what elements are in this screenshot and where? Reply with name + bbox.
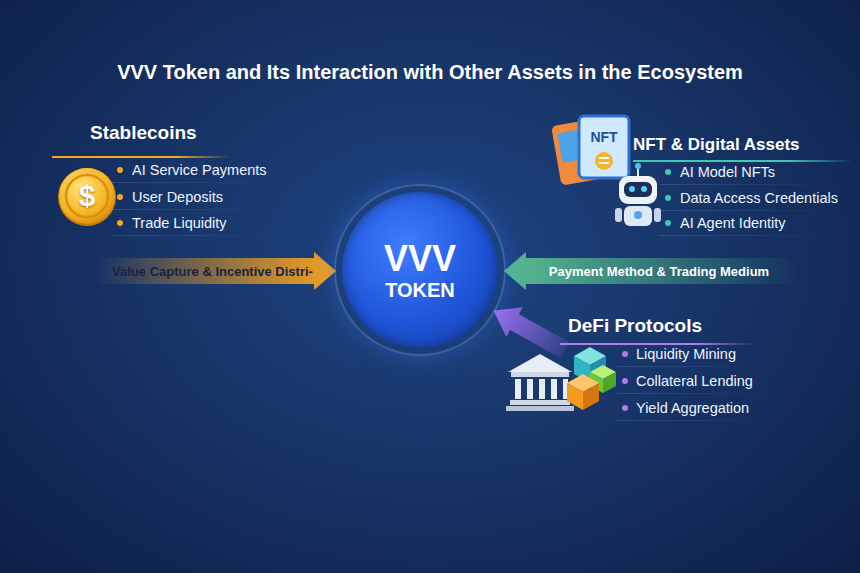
robot-icon [615, 163, 661, 226]
token-name: VVV [384, 239, 456, 279]
asset-group: NFT & Digital Assets AI Model NFTsData Ac… [600, 125, 845, 255]
group-heading: NFT & Digital Assets [633, 135, 800, 155]
arrow-band [494, 307, 570, 358]
arrow-band [95, 252, 336, 290]
token-circle: VVVTOKEN [342, 192, 498, 348]
bullet-dot [665, 195, 671, 201]
flow-arrow [494, 307, 570, 358]
list-item: AI Model NFTs [680, 163, 775, 181]
list-item: AI Service Payments [132, 161, 267, 179]
arrow-band [504, 252, 800, 290]
coin-icon [58, 168, 116, 226]
group-heading: Stablecoins [90, 122, 197, 144]
bullet-dot [117, 167, 123, 173]
bullet-dot [622, 405, 628, 411]
arrow-label: Value Capture & Incentive Distri- [112, 265, 313, 278]
list-item: AI Agent Identity [680, 214, 786, 232]
item-separator [617, 393, 775, 394]
item-separator [617, 366, 775, 367]
list-item: Data Access Credentials [680, 189, 838, 207]
bullet-dot [665, 169, 671, 175]
heading-underline [633, 160, 853, 162]
group-heading: DeFi Protocols [568, 315, 702, 337]
bullet-dot [117, 194, 123, 200]
list-item: Yield Aggregation [636, 399, 749, 417]
flow-arrow [504, 252, 800, 290]
item-separator [112, 235, 284, 236]
list-item: Trade Liquidity [132, 214, 227, 232]
bullet-dot [622, 378, 628, 384]
item-separator [112, 209, 284, 210]
item-separator [660, 184, 845, 185]
bullet-dot [622, 351, 628, 357]
bank-icon [506, 354, 574, 411]
title-rule [30, 72, 100, 74]
cube-icon [567, 374, 599, 410]
list-item: User Deposits [132, 188, 223, 206]
asset-group: DeFi ProtocolsLiquidity MiningCollateral… [565, 312, 775, 437]
nft-tag: NFT [590, 130, 617, 144]
item-separator [112, 182, 284, 183]
bullet-dot [117, 220, 123, 226]
flow-arrow [95, 252, 336, 290]
item-separator [660, 210, 845, 211]
coin-symbol: $ [79, 181, 96, 211]
token-subtitle: TOKEN [385, 279, 455, 301]
list-item: Collateral Lending [636, 372, 753, 390]
diagram-title: VVV Token and Its Interaction with Other… [0, 61, 860, 84]
item-separator [660, 235, 845, 236]
bullet-dot [665, 220, 671, 226]
heading-underline [560, 343, 755, 345]
heading-underline [52, 156, 230, 158]
title-rule [760, 72, 830, 74]
item-separator [617, 420, 775, 421]
arrow-label: Payment Method & Trading Medium [549, 265, 769, 278]
list-item: Liquidity Mining [636, 345, 736, 363]
token-text: VVVTOKEN [342, 192, 498, 348]
nft-icon [551, 116, 629, 186]
